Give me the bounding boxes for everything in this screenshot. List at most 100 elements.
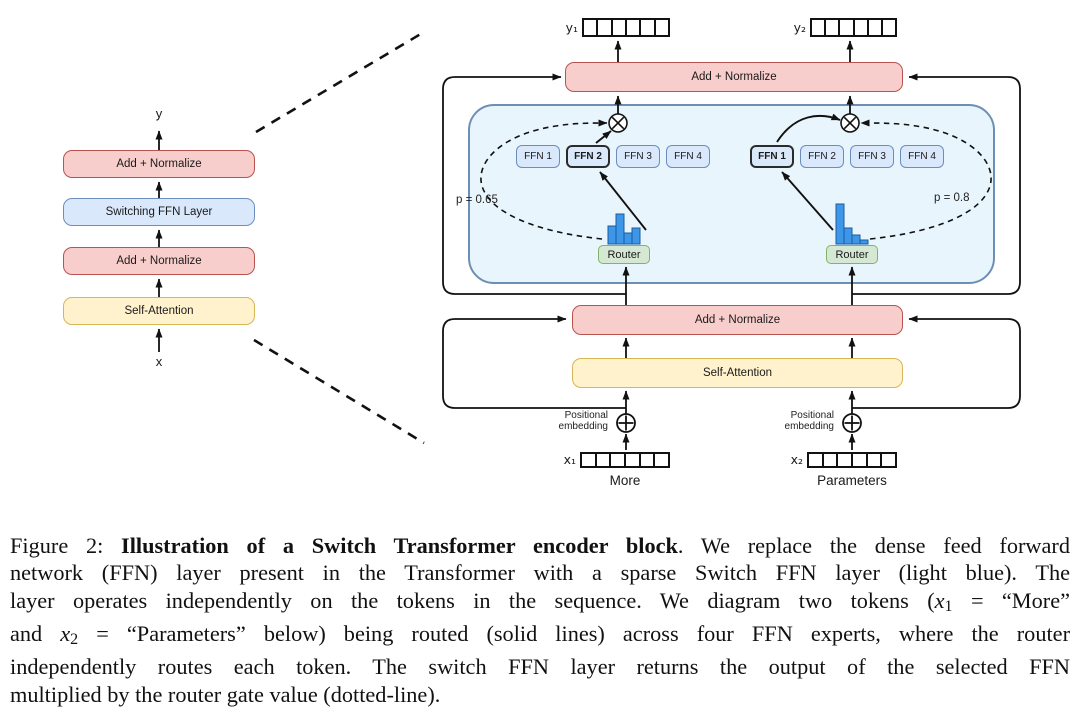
embedding-cell — [836, 454, 851, 466]
embedding-cell — [594, 454, 610, 466]
figure-caption: Figure 2: Illustration of a Switch Trans… — [10, 532, 1070, 708]
embedding-cell — [866, 20, 881, 35]
caption-line: independently routes each token. The swi… — [10, 653, 1070, 680]
mini-add-normalize-top: Add + Normalize — [63, 150, 255, 178]
token2-word: Parameters — [817, 473, 887, 488]
caption-math-subscript: 1 — [944, 597, 953, 615]
token1-multiply-icon — [608, 113, 628, 133]
token2-router-label: Router — [835, 248, 869, 261]
residual-skip-bottom — [442, 315, 1021, 409]
embedding-cell — [653, 20, 668, 35]
embedding-cell — [624, 20, 639, 35]
mini-output-label: y — [155, 106, 163, 121]
token1-output-embedding — [582, 18, 670, 37]
caption-text: = “Parameters” below) being routed (soli… — [78, 621, 1070, 647]
embedding-cell — [852, 20, 867, 35]
token2-ffn-3-label: FFN 3 — [858, 151, 886, 162]
token2-output-symbol: y₂ — [793, 20, 806, 35]
embedding-cell — [596, 20, 610, 35]
caption-text: Figure 2: — [10, 533, 122, 558]
token2-input-embedding — [807, 452, 897, 468]
embedding-cell — [824, 20, 838, 35]
caption-math-x: x — [60, 621, 71, 647]
token1-input-symbol: x₁ — [563, 452, 576, 467]
token1-router-distribution — [607, 213, 641, 245]
caption-text: independently routes each token. The swi… — [10, 654, 1070, 680]
token2-router: Router — [826, 245, 878, 264]
embedding-cell — [838, 20, 852, 35]
embedding-cell — [653, 454, 668, 466]
token2-positional-embedding-label: Positional embedding — [784, 410, 834, 432]
self-attention-block: Self-Attention — [572, 358, 903, 388]
token2-ffn-2-label: FFN 2 — [808, 151, 836, 162]
token1-ffn-1-label: FFN 1 — [524, 151, 552, 162]
token1-positional-embedding-label: Positional embedding — [558, 410, 608, 432]
embedding-cell — [609, 454, 624, 466]
token2-gate-probability: p = 0.8 — [934, 192, 970, 204]
embedding-cell — [880, 20, 895, 35]
flow-arrows — [614, 40, 856, 450]
embedding-cell — [624, 454, 639, 466]
token1-output-symbol: y₁ — [565, 20, 578, 35]
token2-add-icon — [842, 413, 862, 433]
caption-text: network (FFN) layer present in the Trans… — [10, 560, 1070, 586]
caption-line: network (FFN) layer present in the Trans… — [10, 559, 1070, 586]
mini-add-normalize-top-label: Add + Normalize — [116, 158, 202, 170]
diagram-lines-top — [480, 40, 992, 450]
caption-line: and x2 = “Parameters” below) being route… — [10, 620, 1070, 653]
embedding-cell — [638, 454, 654, 466]
token2-ffn-4-label: FFN 4 — [908, 151, 936, 162]
add-normalize-top: Add + Normalize — [565, 62, 903, 92]
caption-line: layer operates independently on the toke… — [10, 587, 1070, 620]
token1-add-icon — [616, 413, 636, 433]
embedding-cell — [851, 454, 866, 466]
token2-router-distribution — [835, 203, 869, 245]
embedding-cell — [639, 20, 653, 35]
token1-ffn-4-label: FFN 4 — [674, 151, 702, 162]
caption-line: Figure 2: Illustration of a Switch Trans… — [10, 532, 1070, 559]
token1-router: Router — [598, 245, 650, 264]
token2-output-embedding — [810, 18, 897, 37]
token1-ffn-2-selected: FFN 2 — [566, 145, 610, 168]
caption-bold-title: Illustration of a Switch Transformer enc… — [121, 533, 678, 558]
mini-add-normalize-bottom-label: Add + Normalize — [116, 255, 202, 267]
mini-input-label: x — [155, 354, 163, 369]
token2-ffn-4: FFN 4 — [900, 145, 944, 168]
caption-text: layer operates independently on the toke… — [10, 587, 935, 613]
token1-input-embedding — [580, 452, 670, 468]
caption-line: multiplied by the router gate value (dot… — [10, 681, 1070, 708]
add-normalize-top-label: Add + Normalize — [691, 71, 777, 83]
gate-value-dashed-loops — [480, 119, 992, 240]
routing-arrows — [595, 113, 841, 231]
token2-ffn-1-label: FFN 1 — [758, 151, 786, 162]
token2-ffn-1-selected: FFN 1 — [750, 145, 794, 168]
token1-ffn-2-label: FFN 2 — [574, 151, 602, 162]
mini-switching-ffn-label: Switching FFN Layer — [105, 206, 213, 218]
mini-switching-ffn-layer: Switching FFN Layer — [63, 198, 255, 226]
caption-math-x: x — [934, 587, 945, 613]
switch-ffn-layer-container — [468, 104, 995, 284]
caption-text: = “More” — [952, 587, 1070, 613]
mini-self-attention: Self-Attention — [63, 297, 255, 325]
token1-ffn-3-label: FFN 3 — [624, 151, 652, 162]
self-attention-label: Self-Attention — [702, 367, 773, 379]
caption-text: . We replace the dense feed forward — [677, 533, 1070, 558]
token1-ffn-1: FFN 1 — [516, 145, 560, 168]
token2-ffn-3: FFN 3 — [850, 145, 894, 168]
token1-router-label: Router — [607, 248, 641, 261]
caption-text: multiplied by the router gate value (dot… — [10, 681, 441, 707]
mini-self-attention-label: Self-Attention — [124, 305, 194, 317]
token1-ffn-3: FFN 3 — [616, 145, 660, 168]
token2-multiply-icon — [840, 113, 860, 133]
add-normalize-mid-label: Add + Normalize — [694, 314, 781, 326]
embedding-cell — [865, 454, 881, 466]
zoom-connector-lines — [253, 30, 425, 445]
caption-text: and — [10, 621, 61, 647]
add-normalize-mid: Add + Normalize — [572, 305, 903, 335]
residual-skip-top — [442, 73, 1021, 295]
caption-math-subscript: 2 — [70, 630, 79, 648]
embedding-cell — [610, 20, 625, 35]
embedding-cell — [821, 454, 837, 466]
token1-word: More — [609, 473, 641, 488]
